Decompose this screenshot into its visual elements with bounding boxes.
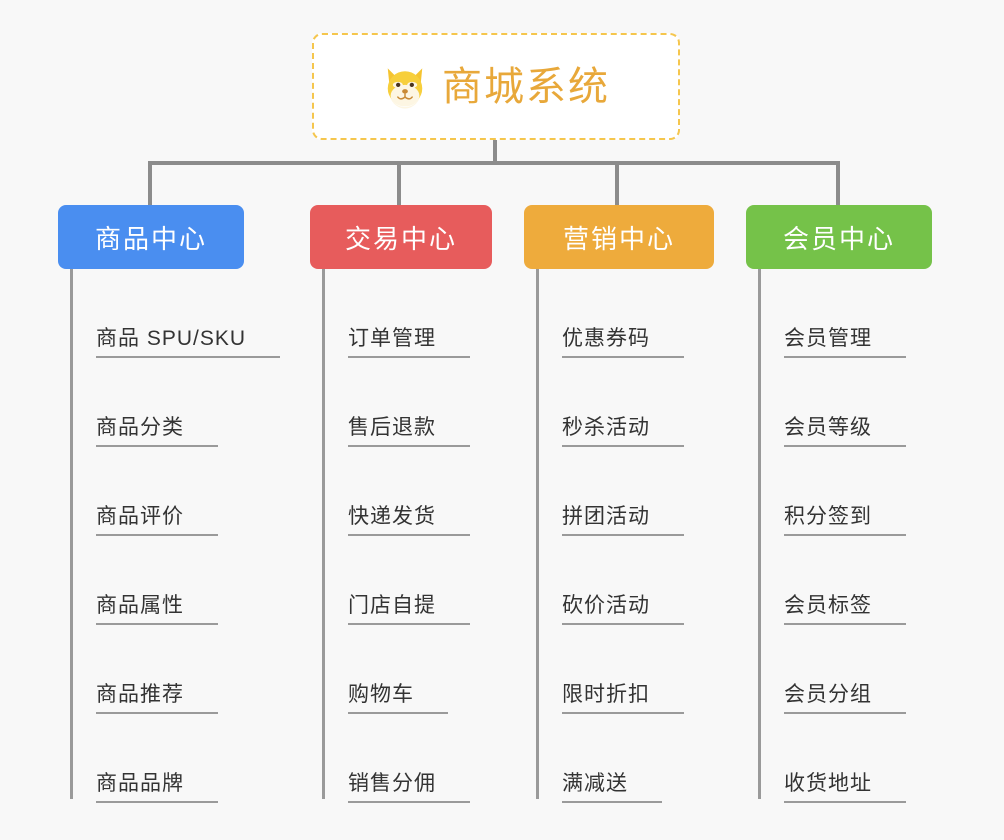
list-item[interactable]: 会员等级 — [760, 358, 932, 447]
list-item[interactable]: 商品分类 — [72, 358, 244, 447]
branch-header-1[interactable]: 交易中心 — [310, 205, 492, 269]
list-item[interactable]: 会员标签 — [760, 536, 932, 625]
list-item[interactable]: 秒杀活动 — [538, 358, 714, 447]
leaf-label: 门店自提 — [348, 594, 470, 625]
leaf-label: 商品品牌 — [96, 772, 218, 803]
leaf-label: 商品属性 — [96, 594, 218, 625]
leaf-label: 商品 SPU/SKU — [96, 327, 281, 358]
list-item[interactable]: 商品 SPU/SKU — [72, 269, 281, 358]
branch-会员中心: 会员中心 会员管理 会员等级 积分签到 会员标签 会员分组 收货地址 — [746, 205, 932, 803]
leaf-label: 优惠券码 — [562, 327, 684, 358]
leaf-label: 销售分佣 — [348, 772, 470, 803]
branch-body-2: 优惠券码 秒杀活动 拼团活动 砍价活动 限时折扣 满减送 — [524, 269, 714, 803]
list-item[interactable]: 收货地址 — [760, 714, 932, 803]
leaf-label: 购物车 — [348, 683, 448, 714]
list-item[interactable]: 商品评价 — [72, 447, 244, 536]
connector-stem — [493, 140, 497, 163]
list-item[interactable]: 门店自提 — [324, 536, 492, 625]
leaf-label: 限时折扣 — [562, 683, 684, 714]
branch-spine-1 — [322, 269, 325, 799]
branch-body-3: 会员管理 会员等级 积分签到 会员标签 会员分组 收货地址 — [746, 269, 932, 803]
list-item[interactable]: 商品属性 — [72, 536, 244, 625]
leaf-label: 收货地址 — [784, 772, 906, 803]
list-item[interactable]: 订单管理 — [324, 269, 492, 358]
list-item[interactable]: 商品推荐 — [72, 625, 244, 714]
connector-drop-3 — [836, 161, 840, 205]
branch-spine-2 — [536, 269, 539, 799]
leaf-label: 会员管理 — [784, 327, 906, 358]
branch-header-label-3: 会员中心 — [782, 223, 895, 254]
leaf-label: 拼团活动 — [562, 505, 684, 536]
leaf-label: 商品评价 — [96, 505, 218, 536]
branch-header-0[interactable]: 商品中心 — [58, 205, 244, 269]
list-item[interactable]: 满减送 — [538, 714, 714, 803]
leaf-label: 砍价活动 — [562, 594, 684, 625]
connector-bus — [150, 161, 840, 165]
connector-drop-1 — [397, 161, 401, 205]
list-item[interactable]: 快递发货 — [324, 447, 492, 536]
root-title: 商城系统 — [442, 64, 610, 109]
branch-header-label-0: 商品中心 — [94, 223, 207, 254]
branch-spine-3 — [758, 269, 761, 799]
leaf-label: 订单管理 — [348, 327, 470, 358]
list-item[interactable]: 会员管理 — [760, 269, 932, 358]
leaf-label: 会员分组 — [784, 683, 906, 714]
branch-header-label-1: 交易中心 — [344, 223, 457, 254]
list-item[interactable]: 购物车 — [324, 625, 492, 714]
list-item[interactable]: 限时折扣 — [538, 625, 714, 714]
leaf-label: 秒杀活动 — [562, 416, 684, 447]
branch-营销中心: 营销中心 优惠券码 秒杀活动 拼团活动 砍价活动 限时折扣 满减送 — [524, 205, 714, 803]
leaf-label: 积分签到 — [784, 505, 906, 536]
leaf-label: 商品推荐 — [96, 683, 218, 714]
root-node[interactable]: 商城系统 — [312, 33, 680, 140]
dog-face-icon — [387, 67, 423, 109]
branch-spine-0 — [70, 269, 73, 799]
list-item[interactable]: 销售分佣 — [324, 714, 492, 803]
list-item[interactable]: 拼团活动 — [538, 447, 714, 536]
branch-商品中心: 商品中心 商品 SPU/SKU 商品分类 商品评价 商品属性 商品推荐 商品品牌 — [58, 205, 281, 803]
leaf-label: 售后退款 — [348, 416, 470, 447]
branch-header-2[interactable]: 营销中心 — [524, 205, 714, 269]
branch-body-1: 订单管理 售后退款 快递发货 门店自提 购物车 销售分佣 — [310, 269, 492, 803]
list-item[interactable]: 会员分组 — [760, 625, 932, 714]
list-item[interactable]: 优惠券码 — [538, 269, 714, 358]
leaf-label: 满减送 — [562, 772, 662, 803]
connector-drop-2 — [615, 161, 619, 205]
list-item[interactable]: 砍价活动 — [538, 536, 714, 625]
leaf-label: 会员标签 — [784, 594, 906, 625]
list-item[interactable]: 积分签到 — [760, 447, 932, 536]
branch-交易中心: 交易中心 订单管理 售后退款 快递发货 门店自提 购物车 销售分佣 — [310, 205, 492, 803]
connector-drop-0 — [148, 161, 152, 205]
list-item[interactable]: 商品品牌 — [72, 714, 244, 803]
branch-body-0: 商品 SPU/SKU 商品分类 商品评价 商品属性 商品推荐 商品品牌 — [58, 269, 281, 803]
branch-header-label-2: 营销中心 — [562, 223, 675, 254]
leaf-label: 快递发货 — [348, 505, 470, 536]
list-item[interactable]: 售后退款 — [324, 358, 492, 447]
leaf-label: 会员等级 — [784, 416, 906, 447]
leaf-label: 商品分类 — [96, 416, 218, 447]
branch-header-3[interactable]: 会员中心 — [746, 205, 932, 269]
